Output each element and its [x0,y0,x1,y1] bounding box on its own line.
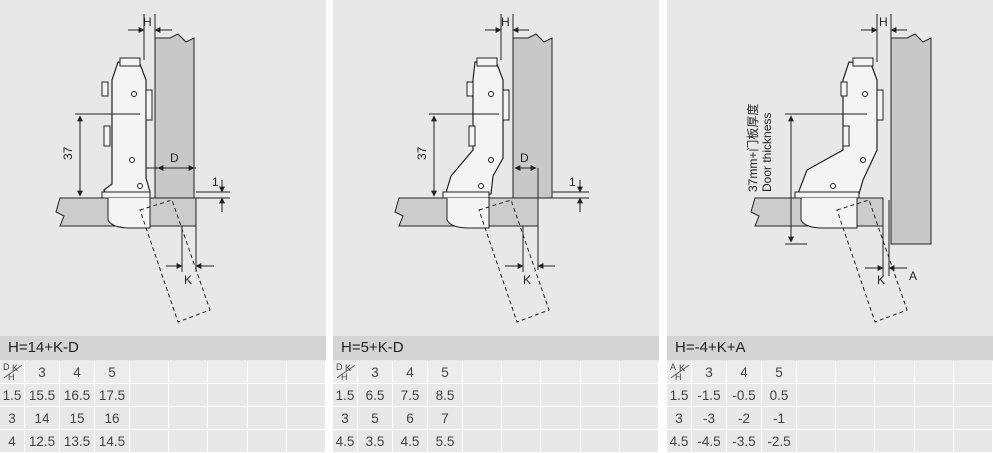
table-row: 4.5 3.5 4.5 5.5 [333,429,660,453]
table-row: 4 12.5 13.5 14.5 [0,429,327,453]
table-cell: 0.5 [761,383,797,407]
table-cell: -0.5 [726,383,762,407]
table-row: A K H 3 4 5 [667,361,993,384]
table-cell: -4.5 [691,429,727,453]
k-label: K [184,273,192,287]
formula-header: H=-4+K+A [667,336,993,360]
hinge-diagram-2: H 37 D 1 K [394,14,589,323]
row-header: 3 [0,406,25,430]
table-cell: -3 [691,406,727,430]
table-row: 3 14 15 16 [0,406,327,430]
table-row: 3 5 6 7 [333,406,660,430]
row-header: 1.5 [667,383,692,407]
one-label: 1 [569,175,576,189]
h-label: H [879,15,888,29]
row-header: 4.5 [667,429,692,453]
hinge-diagram-3: H 37mm+门板厚度 Door thickness K A [745,14,932,323]
table-cell: 3.5 [357,429,393,453]
corner-cell: A K H [667,361,692,384]
k-label: K [877,273,885,287]
corner-cell: D K H [333,361,358,384]
d-label: D [170,151,179,165]
column-header: 3 [691,361,727,384]
dim-37-label: 37 [415,146,429,160]
table-cell: 16.5 [59,383,95,407]
table-cell: -3.5 [726,429,762,453]
column-header: 4 [726,361,762,384]
hinge-panel-1: H 37 D 1 K H=14+K-D D K H [0,0,327,453]
hinge-panel-2: H 37 D 1 K H=5+K-D D K H [333,0,660,453]
row-header: 1.5 [333,383,358,407]
h-label: H [501,15,510,29]
row-header: 1.5 [0,383,25,407]
table-cell: -1.5 [691,383,727,407]
column-header: 4 [59,361,95,384]
row-header: 3 [333,406,358,430]
column-header: 5 [427,361,463,384]
table-cell: 12.5 [24,429,60,453]
table-row: 1.5 -1.5 -0.5 0.5 [667,383,993,407]
table-cell: 15 [59,406,95,430]
table-cell: 15.5 [24,383,60,407]
table-cell: 5.5 [427,429,463,453]
corner-cell: D K H [0,361,25,384]
hinge-diagram-1: H 37 D 1 K [55,14,230,323]
door-thickness-en-label: Door thickness [760,113,774,192]
one-label: 1 [212,175,219,189]
table-cell: 7 [427,406,463,430]
formula-header: H=14+K-D [0,336,326,360]
column-header: 3 [357,361,393,384]
a-label: A [909,269,917,283]
dim-37-label: 37 [61,146,75,160]
table-row: D K H 3 4 5 [333,361,660,384]
column-header: 5 [761,361,797,384]
column-header: 5 [94,361,130,384]
table-cell: 7.5 [392,383,428,407]
row-header: 4.5 [333,429,358,453]
hinge-panel-3: H 37mm+门板厚度 Door thickness K A H=-4+K+A … [667,0,993,453]
row-header: 3 [667,406,692,430]
table-row: D K H 3 4 5 [0,361,327,384]
table-row: 4.5 -4.5 -3.5 -2.5 [667,429,993,453]
k-label: K [523,273,531,287]
column-header: 3 [24,361,60,384]
row-header: 4 [0,429,25,453]
spec-table: A K H 3 4 5 1.5 -1.5 -0.5 0.5 3 -3 -2 -1 [667,361,993,453]
column-header: 4 [392,361,428,384]
table-cell: -1 [761,406,797,430]
table-cell: -2 [726,406,762,430]
table-cell: 4.5 [392,429,428,453]
table-cell: 14 [24,406,60,430]
table-cell: 6 [392,406,428,430]
table-cell: 6.5 [357,383,393,407]
table-cell: 16 [94,406,130,430]
formula-header: H=5+K-D [333,336,659,360]
table-row: 1.5 15.5 16.5 17.5 [0,383,327,407]
table-row: 1.5 6.5 7.5 8.5 [333,383,660,407]
door-thickness-cn-label: 37mm+门板厚度 [745,104,760,192]
table-cell: 17.5 [94,383,130,407]
table-cell: 5 [357,406,393,430]
h-label: H [143,15,152,29]
table-row: 3 -3 -2 -1 [667,406,993,430]
table-cell: -2.5 [761,429,797,453]
spec-table: D K H 3 4 5 1.5 15.5 16.5 17.5 3 14 15 1… [0,361,327,453]
d-label: D [520,151,529,165]
table-cell: 8.5 [427,383,463,407]
table-cell: 14.5 [94,429,130,453]
spec-table: D K H 3 4 5 1.5 6.5 7.5 8.5 3 5 6 7 4.5 [333,361,660,453]
table-cell: 13.5 [59,429,95,453]
